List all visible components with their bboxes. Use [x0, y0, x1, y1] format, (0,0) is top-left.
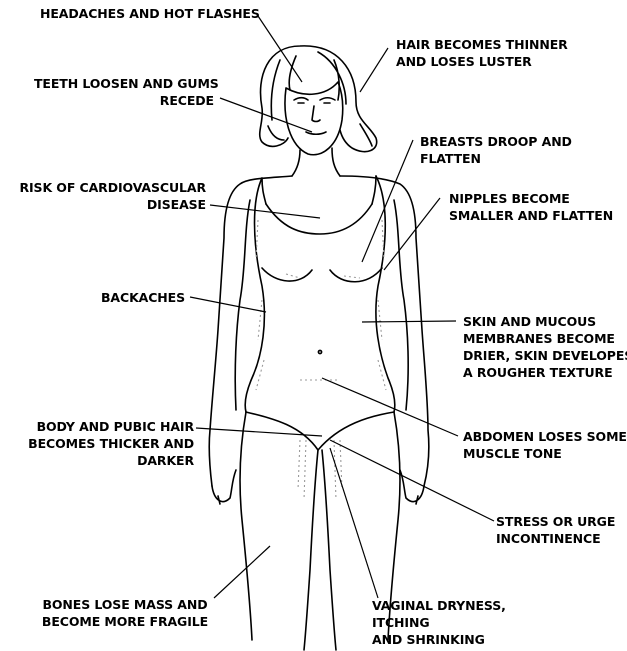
right-hand — [400, 470, 424, 504]
label-abdomen: ABDOMEN LOSES SOME MUSCLE TONE — [463, 428, 627, 462]
label-headaches: HEADACHES AND HOT FLASHES — [40, 5, 260, 22]
label-bones: BONES LOSE MASS AND BECOME MORE FRAGILE — [40, 596, 210, 630]
leader-headaches — [258, 16, 302, 82]
leader-nipples — [384, 198, 440, 270]
neck — [292, 148, 340, 176]
label-body-hair: BODY AND PUBIC HAIR BECOMES THICKER AND … — [24, 418, 194, 469]
label-nipples: NIPPLES BECOME SMALLER AND FLATTEN — [449, 190, 613, 224]
label-cardio: RISK OF CARDIOVASCULAR DISEASE — [14, 179, 206, 213]
nose — [312, 106, 320, 122]
label-teeth: TEETH LOOSEN AND GUMS RECEDE — [34, 75, 214, 109]
left-arm — [209, 176, 292, 486]
leader-breasts — [362, 140, 413, 262]
left-leg — [240, 412, 318, 650]
leader-backaches — [190, 297, 266, 312]
mouth — [306, 132, 326, 134]
leader-bones — [214, 546, 270, 598]
leotard-straps — [262, 176, 376, 204]
left-hand — [212, 470, 236, 504]
leader-vaginal — [330, 448, 378, 598]
leader-abdomen — [322, 378, 458, 436]
label-hair: HAIR BECOMES THINNER AND LOSES LUSTER — [396, 36, 568, 70]
breasts — [262, 268, 382, 282]
label-backaches: BACKACHES — [101, 289, 185, 306]
face-outline — [285, 82, 343, 155]
label-stress: STRESS OR URGE INCONTINENCE — [496, 513, 615, 547]
leader-hair — [360, 48, 388, 92]
eyes — [294, 98, 335, 103]
label-skin: SKIN AND MUCOUS MEMBRANES BECOME DRIER, … — [463, 313, 627, 381]
leader-body-hair — [196, 428, 322, 436]
right-arm — [340, 176, 429, 486]
label-breasts: BREASTS DROOP AND FLATTEN — [420, 133, 572, 167]
navel — [318, 350, 321, 353]
label-vaginal: VAGINAL DRYNESS, ITCHING AND SHRINKING — [372, 597, 506, 648]
leotard-legline — [246, 412, 394, 450]
leotard-neckline — [266, 204, 372, 234]
hair-outline — [260, 46, 377, 152]
